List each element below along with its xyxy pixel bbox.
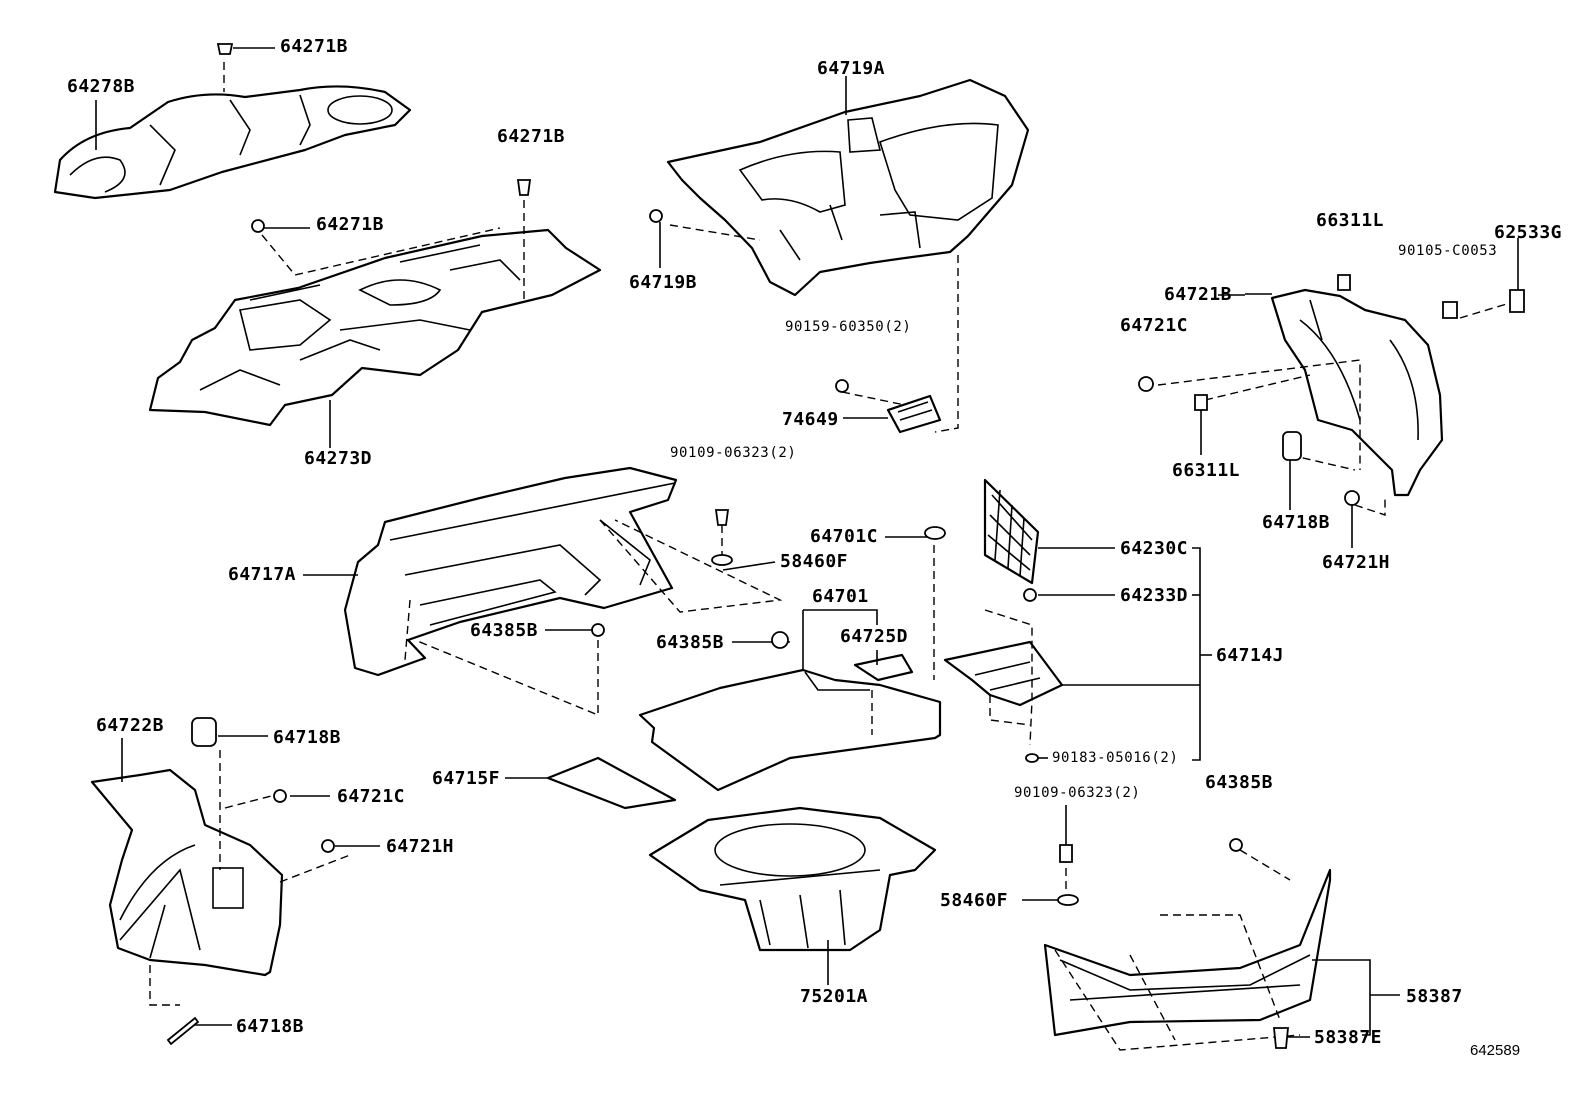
label-64233d: 64233D xyxy=(1120,585,1189,606)
label-64718b: 64718B xyxy=(236,1016,305,1037)
label-64385b: 64385B xyxy=(656,632,725,653)
label-64725d: 64725D xyxy=(840,626,909,647)
assembly-dashed-lines xyxy=(149,62,1521,1051)
part-64715f-board xyxy=(546,756,677,810)
fasteners xyxy=(166,43,1525,1049)
label-64719a: 64719A xyxy=(817,58,886,79)
label-64721h: 64721H xyxy=(386,836,455,857)
label-90159-60350: 90159-60350(2) xyxy=(785,319,912,335)
diagram-reference-number: 642589 xyxy=(1470,1042,1521,1059)
label-64273d: 64273D xyxy=(304,448,373,469)
part-64719a-lid-trim xyxy=(666,78,1030,297)
label-64701c: 64701C xyxy=(810,526,879,547)
label-64278b: 64278B xyxy=(67,76,136,97)
label-64271b: 64271B xyxy=(316,214,385,235)
label-64721h: 64721H xyxy=(1322,552,1391,573)
label-64271b: 64271B xyxy=(497,126,566,147)
label-58460f: 58460F xyxy=(940,890,1009,911)
label-90109-06323: 90109-06323(2) xyxy=(1014,785,1141,801)
label-64714j: 64714J xyxy=(1216,645,1285,666)
label-64721b: 64721B xyxy=(1164,284,1233,305)
part-64273d-floor-insulator xyxy=(148,228,602,427)
label-64719b: 64719B xyxy=(629,272,698,293)
label-64718b: 64718B xyxy=(1262,512,1331,533)
leader-lines xyxy=(95,47,1519,1038)
part-64278b-insulator xyxy=(53,85,412,200)
label-90183-05016: 90183-05016(2) xyxy=(1052,750,1179,766)
part-75201a-tire-box xyxy=(648,806,937,952)
label-62533g: 62533G xyxy=(1494,222,1563,243)
part-64722b-quarter-trim xyxy=(90,768,284,977)
part-58387-scuff-plate xyxy=(1043,868,1332,1037)
part-64721b-quarter-trim xyxy=(1270,288,1444,497)
label-90109-06323: 90109-06323(2) xyxy=(670,445,797,461)
label-64385b: 64385B xyxy=(470,620,539,641)
label-66311l: 66311L xyxy=(1316,210,1385,231)
label-64718b: 64718B xyxy=(273,727,342,748)
label-90105-c0053: 90105-C0053 xyxy=(1398,243,1498,259)
label-64715f: 64715F xyxy=(432,768,501,789)
label-64701: 64701 xyxy=(812,586,869,607)
label-58387: 58387 xyxy=(1406,986,1463,1007)
label-64721c: 64721C xyxy=(337,786,406,807)
part-64717a-shelf-panel xyxy=(343,466,678,677)
label-58387e: 58387E xyxy=(1314,1027,1383,1048)
label-64385b: 64385B xyxy=(1205,772,1274,793)
label-64717a: 64717A xyxy=(228,564,297,585)
label-64722b: 64722B xyxy=(96,715,165,736)
part-64725d-tag xyxy=(853,653,914,682)
label-66311l: 66311L xyxy=(1172,460,1241,481)
part-64230c-net xyxy=(983,478,1040,585)
label-64271b: 64271B xyxy=(280,36,349,57)
label-74649: 74649 xyxy=(782,409,839,430)
label-64230c: 64230C xyxy=(1120,538,1189,559)
part-74649-bracket xyxy=(886,394,942,434)
part-64714j-side-cover xyxy=(943,640,1064,707)
label-75201a: 75201A xyxy=(800,986,869,1007)
label-64721c: 64721C xyxy=(1120,315,1189,336)
label-58460f: 58460F xyxy=(780,551,849,572)
part-64701-floor-mat xyxy=(638,668,942,792)
